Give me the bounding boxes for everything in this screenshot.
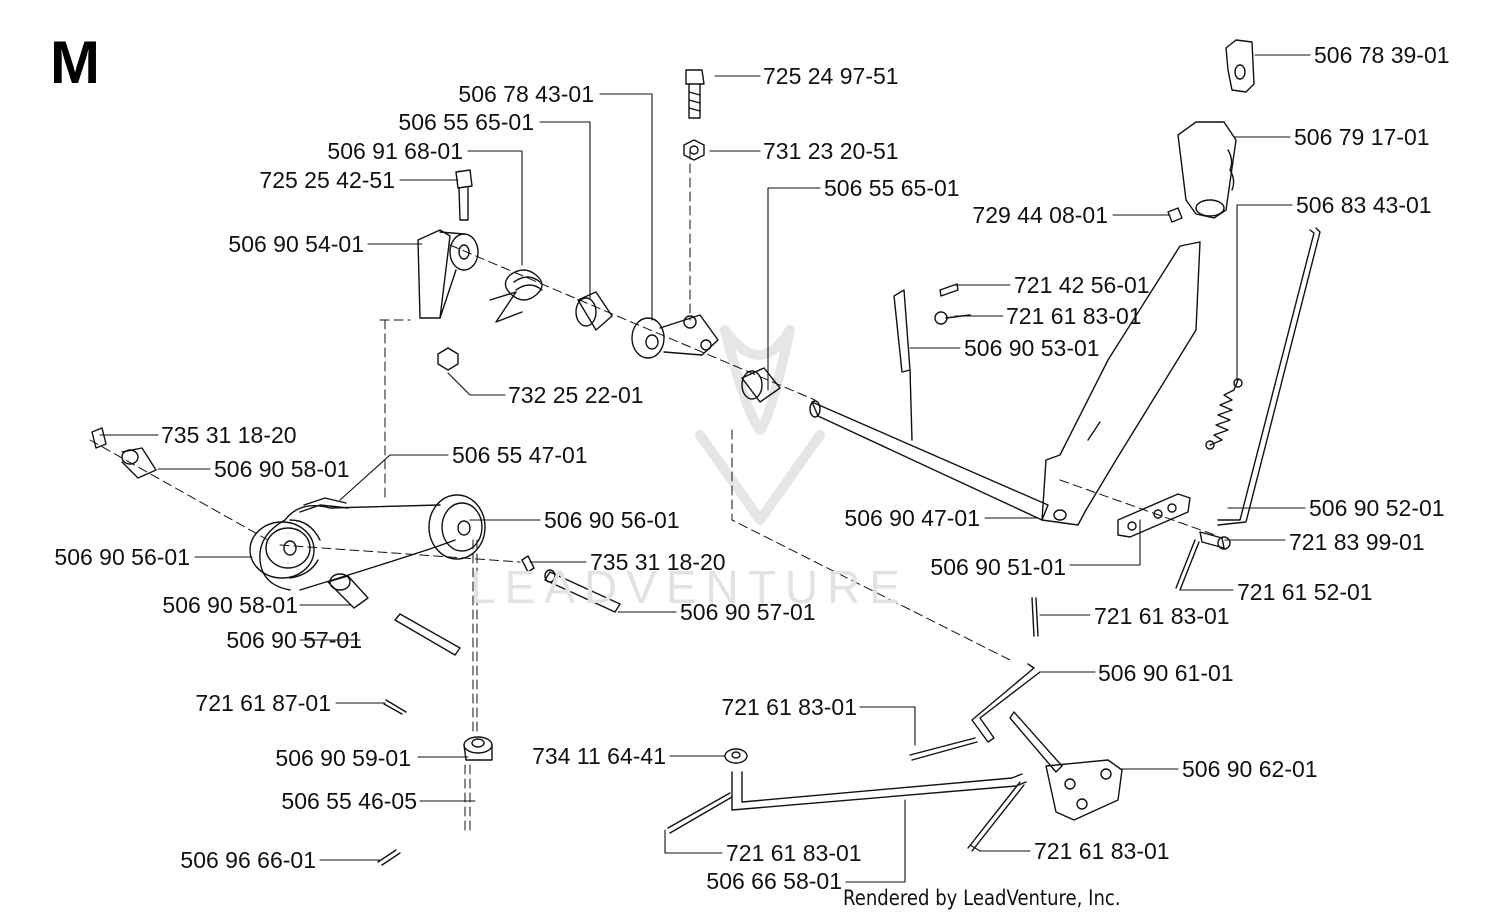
part-label-721-61-83-01-b[interactable]: 721 61 83-01	[1094, 603, 1230, 629]
part-label-506-90-56-01-right[interactable]: 506 90 56-01	[544, 507, 680, 533]
part-label-506-90-52-01[interactable]: 506 90 52-01	[1309, 495, 1445, 521]
part-label-506-90-54-01[interactable]: 506 90 54-01	[228, 231, 364, 257]
handle-cap-part	[1225, 39, 1255, 93]
control-rod-part	[1217, 227, 1321, 526]
part-label-506-55-46-05[interactable]: 506 55 46-05	[281, 788, 417, 814]
lever-arm-part	[1041, 241, 1201, 526]
cotter-pins-part	[377, 283, 1200, 866]
idler-hub-part	[463, 736, 493, 761]
clevis-pin-part	[1199, 531, 1231, 550]
part-label-721-61-83-01-c[interactable]: 721 61 83-01	[721, 694, 857, 720]
part-label-506-55-47-01[interactable]: 506 55 47-01	[452, 442, 588, 468]
bushing-parts	[575, 291, 781, 403]
part-label-721-61-87-01[interactable]: 721 61 87-01	[195, 690, 331, 716]
part-label-506-90-57-01-left[interactable]: 506 90 57-01	[226, 627, 362, 653]
alignment-lines	[89, 149, 1216, 831]
crank-arm-part	[631, 314, 719, 359]
part-label-506-66-58-01[interactable]: 506 66 58-01	[706, 868, 842, 894]
leadventure-watermark-text: LEADVENTURE	[470, 561, 909, 613]
part-label-721-42-56-01[interactable]: 721 42 56-01	[1014, 272, 1150, 298]
part-label-506-96-66-01[interactable]: 506 96 66-01	[180, 847, 316, 873]
top-bolt-part	[683, 69, 705, 161]
part-label-506-90-53-01[interactable]: 506 90 53-01	[964, 335, 1100, 361]
part-label-721-61-83-01-e[interactable]: 721 61 83-01	[1034, 838, 1170, 864]
part-label-506-79-17-01[interactable]: 506 79 17-01	[1294, 124, 1430, 150]
part-label-506-90-57-01-right[interactable]: 506 90 57-01	[680, 599, 816, 625]
right-pulley-assembly-part	[428, 494, 621, 613]
part-label-506-90-47-01[interactable]: 506 90 47-01	[844, 505, 980, 531]
part-label-725-24-97-51[interactable]: 725 24 97-51	[763, 63, 899, 89]
part-label-731-23-20-51[interactable]: 731 23 20-51	[763, 138, 899, 164]
part-label-721-83-99-01[interactable]: 721 83 99-01	[1289, 529, 1425, 555]
section-letter: M	[50, 29, 100, 96]
part-label-506-90-58-01-lower[interactable]: 506 90 58-01	[162, 592, 298, 618]
part-label-506-90-61-01[interactable]: 506 90 61-01	[1098, 660, 1234, 686]
part-label-506-90-51-01[interactable]: 506 90 51-01	[930, 554, 1066, 580]
part-label-506-90-58-01-upper[interactable]: 506 90 58-01	[214, 456, 350, 482]
leadventure-logo-watermark	[695, 325, 825, 525]
handle-grip-part	[1177, 121, 1237, 219]
part-label-734-11-64-41[interactable]: 734 11 64-41	[532, 743, 666, 769]
part-label-735-31-18-20-right[interactable]: 735 31 18-20	[590, 549, 726, 575]
part-label-506-90-59-01[interactable]: 506 90 59-01	[275, 745, 411, 771]
part-label-506-55-65-01-upper[interactable]: 506 55 65-01	[398, 109, 534, 135]
part-label-732-25-22-01[interactable]: 732 25 22-01	[508, 382, 644, 408]
part-label-721-61-83-01-d[interactable]: 721 61 83-01	[726, 840, 862, 866]
drive-belt-part	[259, 497, 456, 591]
part-label-506-83-43-01[interactable]: 506 83 43-01	[1296, 192, 1432, 218]
part-label-729-44-08-01[interactable]: 729 44 08-01	[972, 202, 1108, 228]
part-label-506-90-56-01-left[interactable]: 506 90 56-01	[54, 544, 190, 570]
part-label-735-31-18-20-left[interactable]: 735 31 18-20	[161, 422, 297, 448]
tension-spring-part	[1205, 378, 1243, 450]
small-bracket-part	[893, 289, 913, 441]
main-shaft-part	[809, 400, 1049, 521]
leader-lines	[99, 54, 1311, 883]
pivot-bracket-part	[417, 169, 479, 371]
part-label-506-90-62-01[interactable]: 506 90 62-01	[1182, 756, 1318, 782]
part-label-506-78-39-01[interactable]: 506 78 39-01	[1314, 42, 1450, 68]
torsion-spring-part	[489, 269, 543, 323]
part-label-721-61-52-01[interactable]: 721 61 52-01	[1237, 579, 1373, 605]
lower-linkage-part	[971, 663, 1123, 821]
part-label-721-61-83-01-a[interactable]: 721 61 83-01	[1006, 303, 1142, 329]
left-pulley-assembly-part	[91, 427, 461, 656]
bent-control-rod-part	[724, 748, 1027, 811]
screw-part	[1167, 207, 1183, 223]
part-label-506-55-65-01-lower[interactable]: 506 55 65-01	[824, 175, 960, 201]
part-label-725-25-42-51[interactable]: 725 25 42-51	[259, 167, 395, 193]
part-label-506-78-43-01[interactable]: 506 78 43-01	[458, 81, 594, 107]
link-plate-part	[1117, 493, 1191, 538]
part-label-506-91-68-01[interactable]: 506 91 68-01	[327, 138, 463, 164]
footer-credit: Rendered by LeadVenture, Inc.	[843, 886, 1121, 910]
